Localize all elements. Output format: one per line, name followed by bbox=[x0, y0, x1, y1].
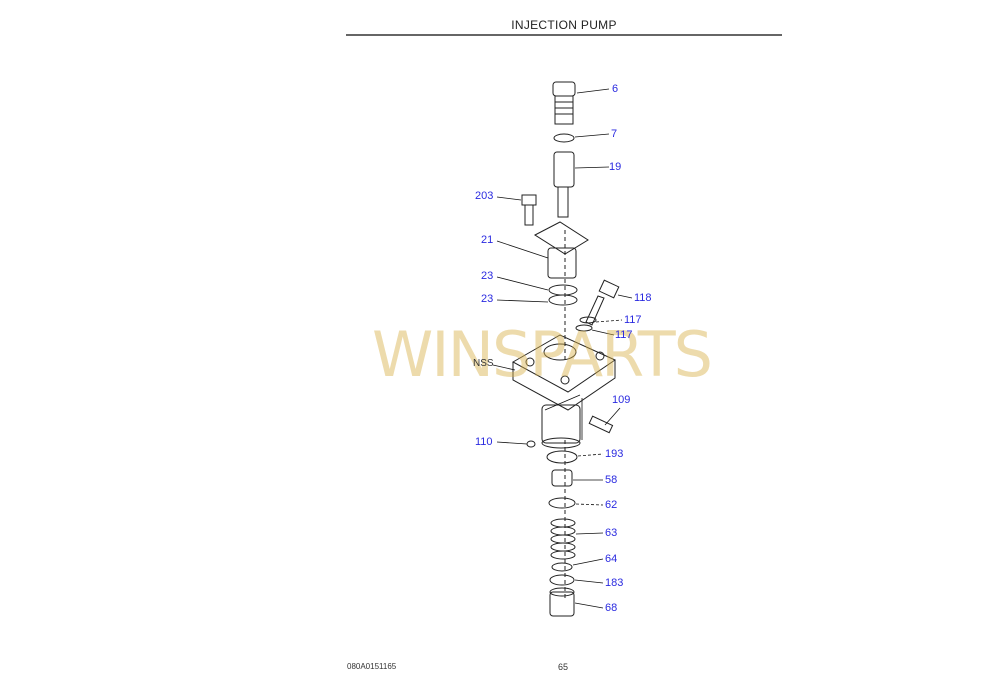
part-117-washer-2 bbox=[575, 324, 593, 332]
pump-barrel bbox=[541, 404, 581, 449]
part-6-valve-holder bbox=[552, 81, 576, 125]
part-23-o-ring-2 bbox=[548, 294, 578, 306]
part-117-washer bbox=[579, 316, 597, 324]
callout-193[interactable]: 193 bbox=[605, 448, 624, 460]
title-divider bbox=[346, 34, 782, 36]
part-183-shim bbox=[549, 574, 575, 586]
callout-nss[interactable]: NSS bbox=[473, 358, 494, 369]
callout-64[interactable]: 64 bbox=[605, 553, 618, 565]
callout-118[interactable]: 118 bbox=[634, 292, 652, 304]
callout-183[interactable]: 183 bbox=[605, 577, 624, 589]
part-19-valve bbox=[553, 151, 575, 218]
callout-117[interactable]: 117 bbox=[624, 314, 642, 326]
callout-6[interactable]: 6 bbox=[612, 83, 619, 95]
part-68-tappet bbox=[549, 587, 575, 617]
callout-109[interactable]: 109 bbox=[612, 394, 631, 406]
part-64-seat bbox=[551, 562, 573, 572]
part-193-ring bbox=[546, 450, 578, 464]
part-63-spring bbox=[550, 518, 576, 560]
part-118-bolt bbox=[585, 279, 620, 326]
part-7-o-ring bbox=[553, 133, 575, 143]
page-number: 65 bbox=[558, 662, 569, 672]
part-58-sleeve bbox=[551, 469, 573, 487]
part-110-screw bbox=[526, 440, 536, 448]
callout-23[interactable]: 23 bbox=[481, 270, 494, 282]
part-23-o-ring bbox=[548, 284, 578, 296]
callout-117-second[interactable]: 117 bbox=[615, 329, 633, 341]
callout-19[interactable]: 19 bbox=[609, 161, 622, 173]
callout-63[interactable]: 63 bbox=[605, 527, 618, 539]
part-109-pin bbox=[588, 415, 614, 434]
page-title: INJECTION PUMP bbox=[511, 18, 617, 32]
part-62-seat bbox=[548, 497, 576, 509]
callout-62[interactable]: 62 bbox=[605, 499, 618, 511]
callout-21[interactable]: 21 bbox=[481, 234, 494, 246]
callout-203[interactable]: 203 bbox=[475, 190, 494, 202]
callout-68[interactable]: 68 bbox=[605, 602, 618, 614]
callout-58[interactable]: 58 bbox=[605, 474, 618, 486]
callout-23-second[interactable]: 23 bbox=[481, 293, 494, 305]
callout-7[interactable]: 7 bbox=[611, 128, 618, 140]
pump-body bbox=[511, 334, 617, 411]
document-code: 080A0151165 bbox=[347, 662, 397, 671]
part-21-flange bbox=[533, 221, 589, 279]
part-203-bolt bbox=[521, 194, 537, 226]
callout-110[interactable]: 110 bbox=[475, 436, 493, 448]
